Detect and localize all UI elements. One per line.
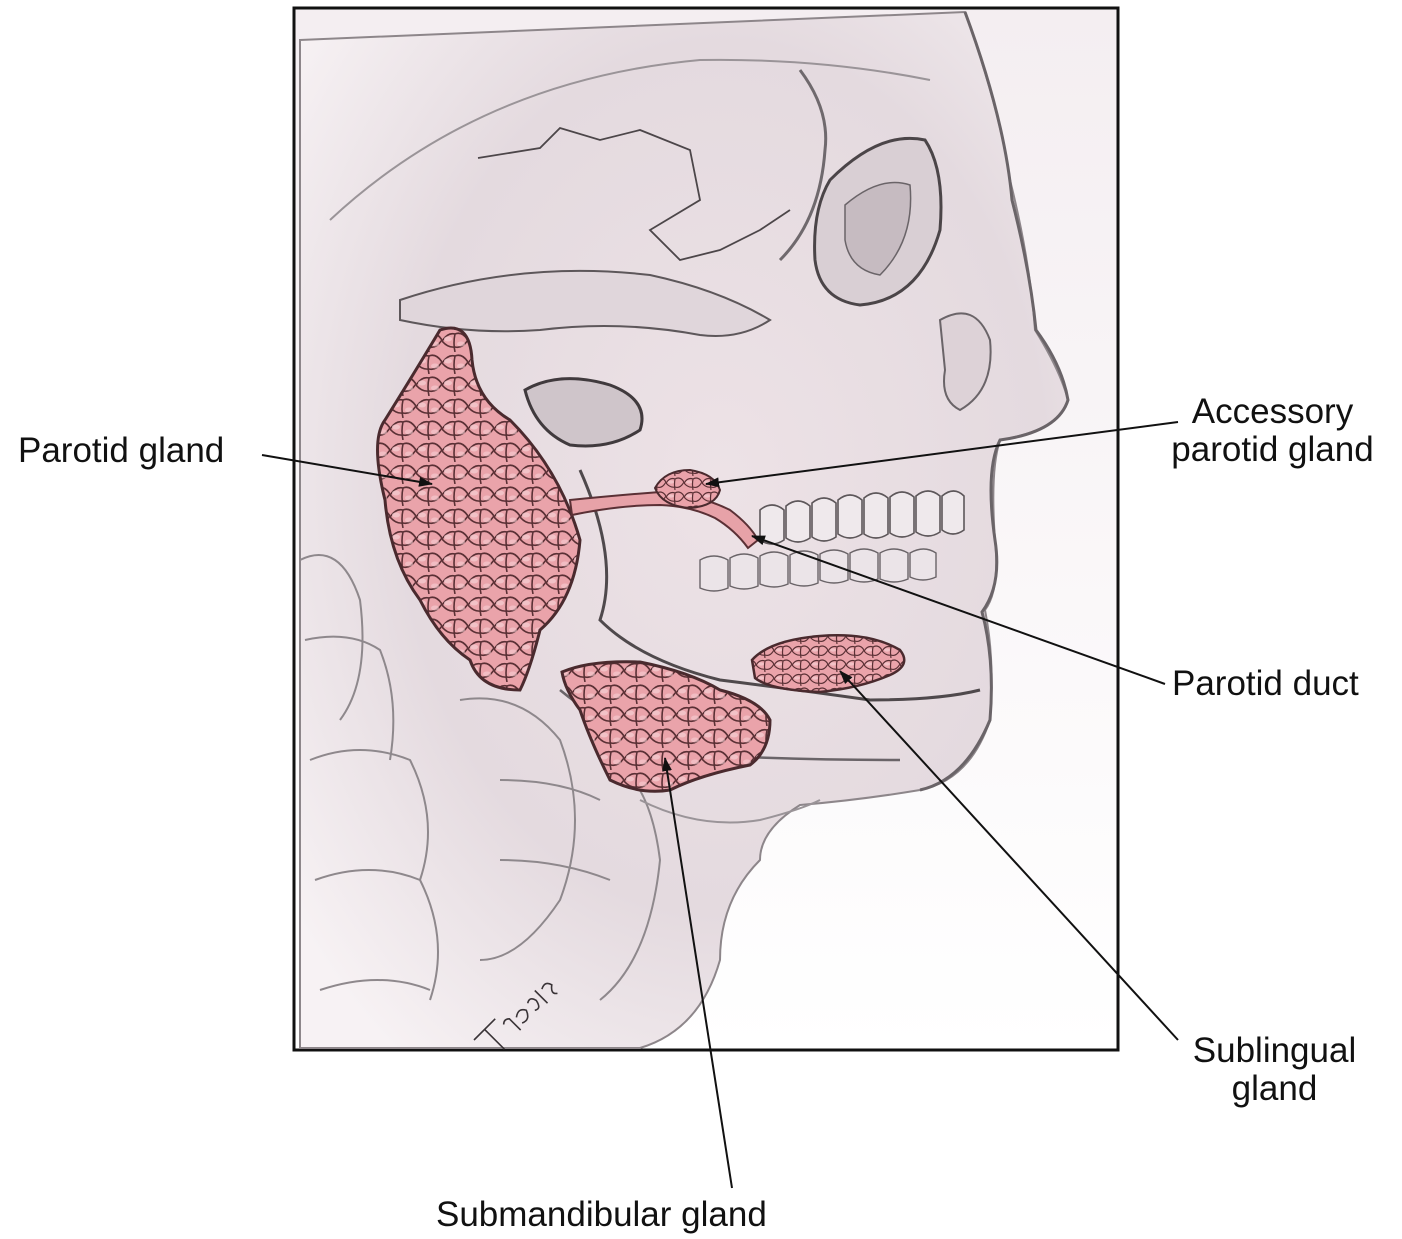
label-accessory-line1: Accessory: [1150, 393, 1395, 431]
label-parotid-duct: Parotid duct: [1172, 665, 1359, 703]
label-sublingual-line2: gland: [1172, 1070, 1377, 1108]
label-submandibular-gland: Submandibular gland: [436, 1196, 767, 1234]
label-sublingual-line1: Sublingual: [1172, 1032, 1377, 1070]
label-parotid-gland: Parotid gland: [18, 432, 224, 470]
label-accessory-parotid-gland: Accessory parotid gland: [1150, 393, 1395, 469]
label-sublingual-gland: Sublingual gland: [1172, 1032, 1377, 1108]
label-accessory-line2: parotid gland: [1150, 431, 1395, 469]
